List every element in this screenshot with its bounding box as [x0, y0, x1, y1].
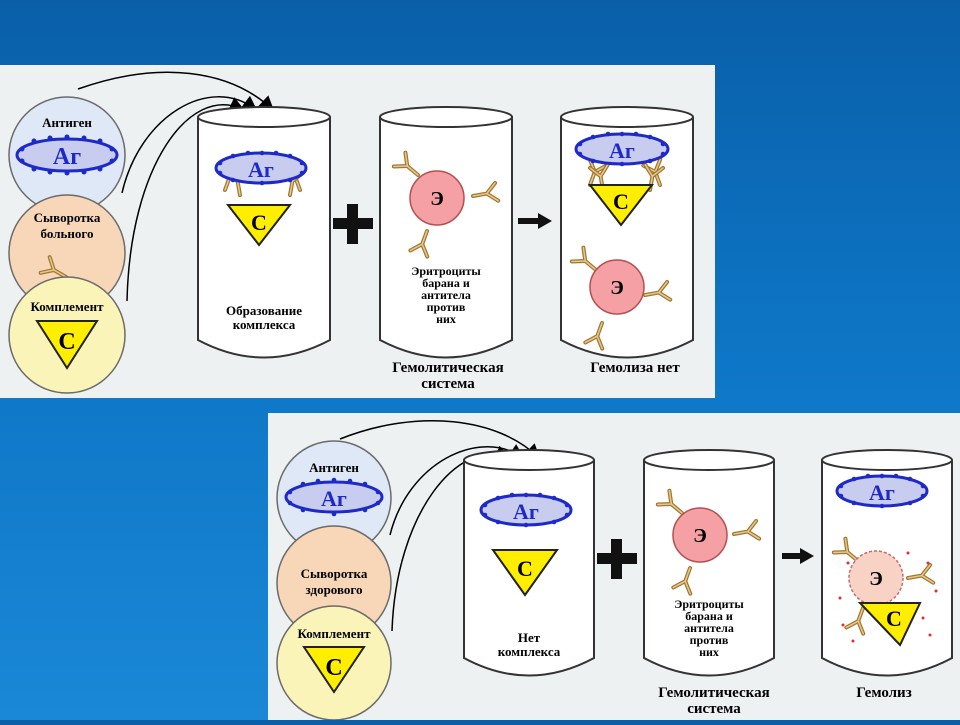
serum-circle: Сыворотка больного: [8, 194, 126, 312]
tube2-caption-line2: барана и: [422, 276, 470, 290]
ag-symbol: Аг: [321, 486, 347, 511]
antigen-label: Антиген: [309, 460, 359, 475]
c-symbol: С: [517, 556, 533, 581]
antigen-label: Антиген: [42, 115, 92, 130]
ag-symbol: Аг: [869, 480, 895, 505]
antigen-circle: Антиген Аг: [276, 440, 392, 556]
e-symbol: Э: [693, 525, 707, 547]
tube2-caption-line3: антитела: [421, 288, 471, 302]
tube2-caption-line4: против: [427, 300, 466, 314]
positive-reaction-panel: Антиген Аг Сыворотка больного Комплемент…: [0, 65, 715, 398]
complement-triangle: [302, 646, 366, 694]
tube-caption-line2: комплекса: [498, 644, 561, 659]
tube-no-complex: Аг С Нет комплекса: [463, 449, 595, 677]
ag-symbol: Аг: [513, 499, 539, 524]
plus-icon: [597, 539, 637, 579]
tube2-caption-line3: антитела: [684, 621, 734, 635]
complement-circle: Комплемент С: [276, 605, 392, 721]
complement-triangle: [857, 602, 922, 647]
erythrocyte: [672, 507, 728, 563]
tube2-caption-line4: против: [690, 633, 729, 647]
complement-label: Комплемент: [31, 299, 105, 314]
tube2-caption-line1: Эритроциты: [411, 264, 481, 278]
tube2-caption-line5: них: [699, 645, 719, 659]
input-arrows: [77, 71, 275, 302]
c-symbol: С: [325, 655, 342, 681]
result-label: Гемолиза нет: [590, 360, 680, 376]
ag-symbol: Аг: [248, 157, 274, 182]
complement-triangle: [491, 549, 559, 597]
positive-reaction-diagram: Антиген Аг Сыворотка больного Комплемент…: [8, 71, 694, 394]
erythrocyte: [409, 170, 465, 226]
serum-label-line1: Сыворотка: [301, 566, 368, 581]
hemolytic-label-line1: Гемолитическая: [658, 685, 769, 701]
e-symbol: Э: [610, 277, 624, 299]
c-symbol: С: [886, 606, 902, 631]
e-symbol: Э: [869, 568, 883, 590]
tube2-caption-line1: Эритроциты: [674, 597, 744, 611]
tube-complex: Аг С Образование комплекса: [197, 106, 331, 359]
antigen-ellipse: Аг: [284, 477, 384, 517]
tube-caption-line2: комплекса: [233, 317, 296, 332]
c-symbol: С: [58, 329, 75, 355]
tube-result: Аг Э С: [821, 449, 953, 677]
tube2-caption-line5: них: [436, 312, 456, 326]
c-symbol: С: [613, 189, 629, 214]
hemolytic-label-line1: Гемолитическая: [392, 360, 503, 376]
complement-triangle: [225, 204, 293, 247]
erythrocyte: [589, 259, 645, 315]
tube-hemolytic-system: Э Эритроциты барана и антитела против ни…: [643, 449, 775, 677]
plus-icon: [333, 204, 373, 244]
result-label: Гемолиз: [856, 685, 911, 701]
complement-triangle: [587, 184, 655, 227]
complement-label: Комплемент: [298, 626, 372, 641]
result-arrow: [518, 213, 552, 229]
negative-reaction-panel: Антиген Аг Сыворотка здорового Комплемен…: [268, 413, 960, 721]
negative-reaction-diagram: Антиген Аг Сыворотка здорового Комплемен…: [276, 419, 953, 721]
serum-label-line2: здорового: [306, 582, 363, 597]
serum-label-line1: Сыворотка: [34, 210, 101, 225]
ag-symbol: Аг: [53, 144, 81, 170]
hemoglobin-dots: [838, 551, 938, 643]
antigen-ellipse: Аг: [15, 134, 119, 176]
tube2-caption-line2: барана и: [685, 609, 733, 623]
complement-circle: Комплемент С: [8, 276, 126, 394]
ag-symbol: Аг: [609, 138, 635, 163]
tube-result: Аг С Э: [560, 106, 694, 359]
hemolytic-label-line2: система: [421, 376, 475, 392]
result-arrow: [782, 548, 814, 564]
antigen-circle: Антиген Аг: [8, 96, 126, 214]
complement-triangle: [35, 320, 99, 370]
e-symbol: Э: [430, 188, 444, 210]
tube-hemolytic-system: Э Эритроциты барана и антитела против ни…: [379, 106, 513, 359]
tube-caption-line1: Образование: [226, 303, 302, 318]
hemolytic-label-line2: система: [687, 701, 741, 717]
serum-label-line2: больного: [41, 226, 94, 241]
tube-caption-line1: Нет: [518, 630, 541, 645]
serum-circle: Сыворотка здорового: [276, 525, 392, 641]
c-symbol: С: [251, 210, 267, 235]
